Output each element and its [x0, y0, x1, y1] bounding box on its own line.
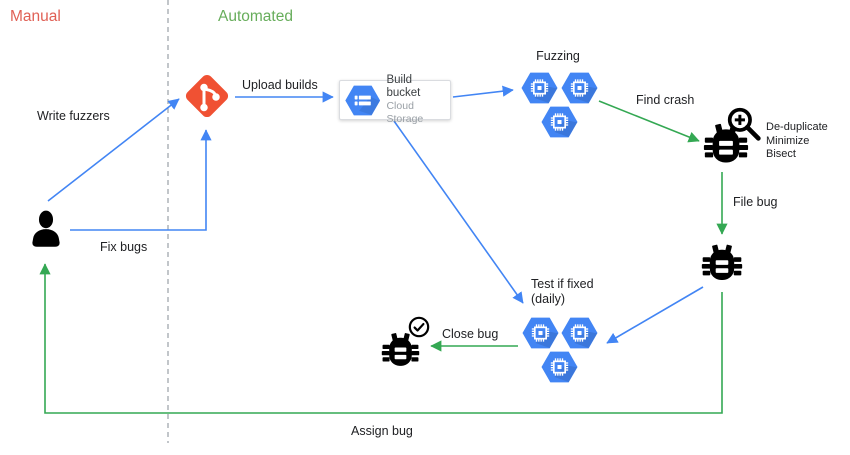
fix-bugs-label: Fix bugs — [100, 240, 148, 254]
upload-builds-label: Upload builds — [242, 78, 318, 92]
closed-bug-check-icon — [381, 313, 433, 367]
file-bug-label: File bug — [733, 195, 778, 209]
test-if-fixed-label: Test if fixed (daily) — [531, 277, 594, 306]
test-vm-hexagon-icon — [522, 317, 559, 349]
developer-person-icon — [24, 201, 68, 259]
filebug-to-test-arrow — [606, 286, 704, 344]
write-fuzzers-label: Write fuzzers — [37, 109, 110, 123]
build-bucket-title: Build bucket — [386, 74, 421, 99]
check-circle-icon — [408, 316, 430, 338]
find-crash-arrow — [598, 100, 700, 143]
fix-bugs-arrow — [70, 129, 212, 231]
triage-steps-text: De-duplicate Minimize Bisect — [766, 121, 828, 160]
cloud-storage-icon — [345, 83, 380, 118]
triage-bug-magnifier-icon — [700, 104, 764, 170]
test-vm-hexagon-icon — [561, 317, 598, 349]
fuzzing-label: Fuzzing — [536, 49, 580, 63]
fuzzing-vm-hexagon-icon — [541, 106, 578, 138]
find-crash-label: Find crash — [636, 93, 695, 107]
bucket-to-test-arrow — [393, 120, 524, 304]
fuzzing-vm-hexagon-icon — [521, 72, 558, 104]
build-bucket-subtitle: Cloud Storage — [386, 100, 424, 125]
bucket-to-fuzzing-arrow — [452, 85, 514, 98]
fuzzing-vm-hexagon-icon — [561, 72, 598, 104]
filed-bug-icon — [701, 240, 743, 288]
assign-bug-label: Assign bug — [351, 424, 413, 438]
manual-zone-label: Manual — [10, 8, 61, 25]
close-bug-label: Close bug — [442, 327, 499, 341]
automated-zone-label: Automated — [218, 8, 293, 25]
test-vm-hexagon-icon — [541, 351, 578, 383]
git-icon — [182, 71, 232, 121]
magnifier-icon — [726, 106, 763, 143]
build-bucket-card: Build bucket Cloud Storage — [339, 74, 451, 125]
